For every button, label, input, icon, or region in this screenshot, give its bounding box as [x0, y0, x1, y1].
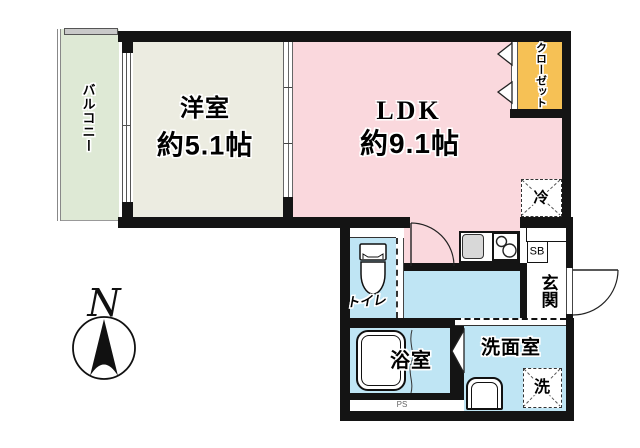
pipe-space-label: PS: [396, 400, 408, 409]
balcony-rail-bar: [64, 28, 118, 35]
closet-floor: [518, 42, 562, 109]
washroom-sliding-door: [455, 318, 566, 326]
wall: [122, 31, 133, 53]
x-cross-icon: [521, 179, 561, 216]
refrigerator-box: [521, 179, 562, 217]
wall: [520, 263, 527, 318]
hallway-floor: [404, 271, 520, 318]
ldk-door-swing-icon: [410, 222, 455, 267]
toilet-window: [350, 228, 396, 238]
kitchen-sink-icon: [462, 234, 484, 259]
wall: [340, 318, 455, 328]
wall: [118, 31, 571, 42]
entrance-door-opening: [566, 268, 573, 314]
closet-label: クローゼット: [534, 42, 547, 108]
washer-box: [523, 368, 562, 408]
bathroom-folding-door-icon: [451, 327, 465, 374]
ldk-label: LDK: [376, 96, 442, 125]
bathroom-label: 浴室: [390, 350, 432, 372]
wall: [404, 263, 527, 271]
north-arrow-icon: [90, 319, 118, 376]
entrance-door-swing-icon: [572, 269, 619, 316]
western-room-label: 洋室: [180, 95, 230, 122]
wall: [520, 217, 573, 228]
entrance-step: [526, 227, 567, 242]
balcony-floor: [61, 29, 119, 221]
wall: [566, 318, 574, 421]
wall: [340, 411, 574, 421]
closet-door-channel: [511, 42, 518, 109]
stove-icon: [492, 232, 519, 261]
ldk-size-label: 約9.1帖: [360, 128, 460, 159]
wall: [122, 202, 133, 228]
x-cross-icon: [523, 368, 561, 407]
balcony-label: バルコニー: [80, 83, 96, 153]
bathtub-icon: [356, 330, 406, 391]
wall: [566, 228, 573, 268]
wall: [350, 393, 455, 400]
washer-label: 洗: [533, 379, 551, 396]
wall: [118, 217, 410, 228]
shoebox: [527, 241, 548, 263]
toilet-icon: [359, 243, 387, 295]
folding-door-icon: [496, 41, 513, 105]
bath-divider-curve: [409, 329, 414, 394]
sliding-window: [122, 53, 131, 202]
vanity-sink-icon: [466, 377, 503, 410]
wall: [562, 31, 571, 228]
compass-north-label: N: [86, 281, 122, 325]
western-room-size-label: 約5.1帖: [156, 130, 254, 161]
shoebox-label: SB: [529, 245, 545, 258]
compass-rose: N: [72, 281, 136, 380]
toilet-sliding-door: [396, 238, 404, 318]
refrigerator-label: 冷: [533, 189, 549, 207]
sliding-partition: [283, 42, 293, 197]
wall: [283, 197, 293, 228]
entrance-label: 玄関: [538, 274, 558, 308]
wall: [510, 109, 571, 118]
washroom-label: 洗面室: [480, 337, 542, 359]
western-room-floor: [133, 42, 283, 217]
balcony-outer-edge: [57, 29, 61, 221]
toilet-label: トイレ: [345, 292, 389, 310]
